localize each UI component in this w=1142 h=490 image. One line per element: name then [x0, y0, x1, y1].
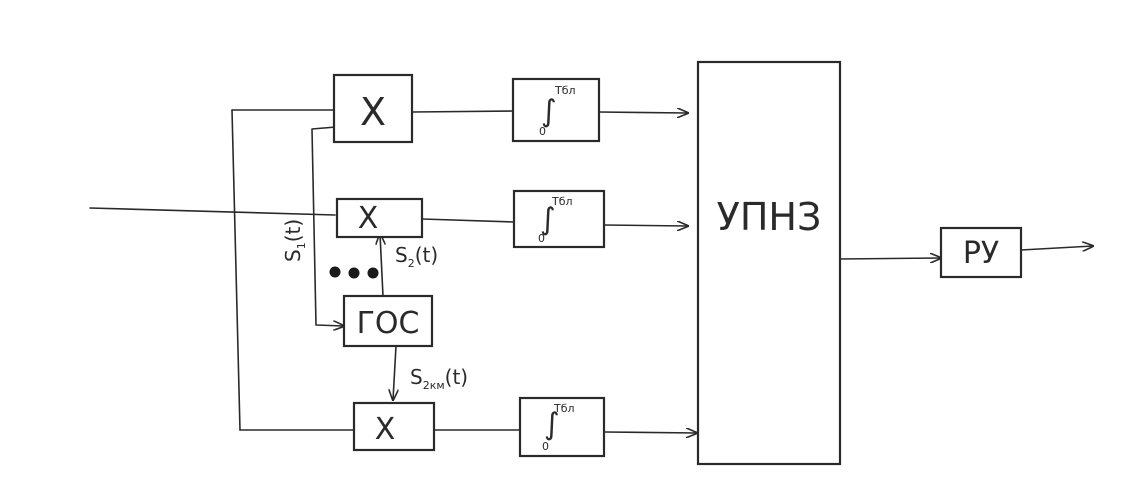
decision-block: УПНЗ	[696, 60, 842, 466]
integrator-3-lower: 0	[542, 440, 549, 453]
s1-arg: (t)	[281, 219, 305, 242]
integrator-2: ∫ Tбл 0	[512, 189, 606, 249]
s1-prefix: S	[281, 249, 305, 262]
s2-prefix: S	[395, 243, 408, 267]
s1-sub: 1	[295, 242, 308, 249]
s2-line	[380, 234, 383, 297]
multiplier-3: X	[352, 401, 436, 452]
int1-to-decision	[598, 112, 688, 113]
generator-block: ГОС	[342, 294, 434, 348]
integrator-1-lower: 0	[539, 125, 546, 138]
integrator-1: ∫ Tбл 0	[511, 77, 601, 143]
s2k-prefix: S	[410, 365, 423, 389]
input-line	[89, 207, 336, 216]
s2k-sub: 2км	[423, 379, 445, 392]
s2k-line	[393, 345, 396, 400]
multiplier-2: X	[335, 197, 424, 239]
integrator-2-upper: Tбл	[551, 195, 573, 208]
int2-to-decision	[603, 225, 688, 226]
ellipsis-dots	[329, 266, 379, 279]
integrator-2-lower: 0	[538, 232, 545, 245]
output-line	[1020, 246, 1093, 250]
integrator-3: ∫ Tбл 0	[518, 396, 606, 458]
output-block-label: РУ	[963, 236, 999, 271]
decision-to-output-block	[837, 258, 941, 259]
s2k-arg: (t)	[445, 365, 468, 389]
integrator-3-symbol: ∫	[544, 407, 560, 442]
multiplier-3-label: X	[375, 412, 396, 447]
output-block: РУ	[939, 226, 1023, 279]
integrator-1-symbol: ∫	[541, 94, 557, 129]
signal-label-s2: S2(t)	[395, 243, 438, 270]
s2-sub: 2	[408, 257, 415, 270]
multiplier-2-label: X	[358, 201, 379, 236]
integrator-1-upper: Tбл	[554, 84, 576, 97]
mult2-to-int2	[421, 218, 515, 223]
s2-arg: (t)	[415, 243, 438, 267]
integrator-3-upper: Tбл	[553, 402, 575, 415]
signal-label-s1: S1(t)	[281, 219, 308, 262]
multiplier-1: X	[332, 73, 414, 144]
mult1-to-int1	[411, 110, 514, 113]
connections	[89, 109, 1093, 433]
s1-line	[311, 126, 344, 326]
decision-block-label: УПНЗ	[717, 195, 822, 239]
integrator-2-symbol: ∫	[540, 202, 556, 237]
svg-text:S1(t): S1(t)	[281, 219, 308, 262]
multiplier-1-label: X	[360, 90, 386, 134]
int3-to-decision	[603, 432, 697, 433]
input-bus	[231, 109, 241, 431]
signal-label-s2k: S2км(t)	[410, 365, 468, 392]
generator-label: ГОС	[357, 306, 420, 341]
